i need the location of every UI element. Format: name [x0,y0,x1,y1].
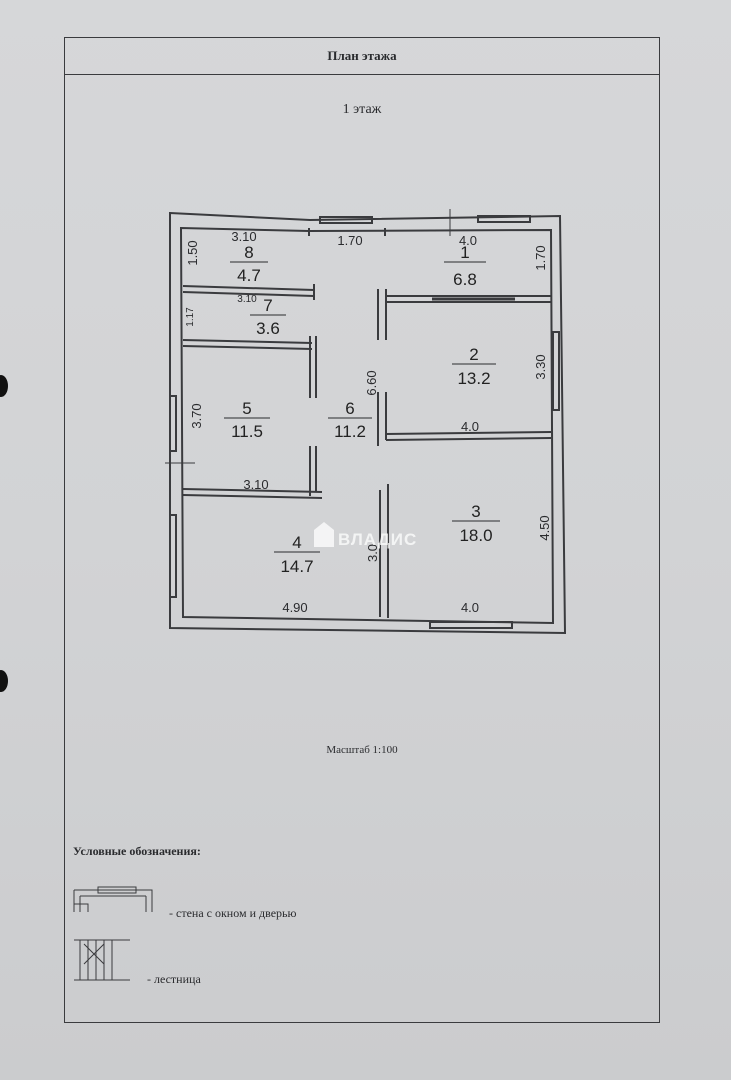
wall [385,431,552,435]
window [552,331,560,411]
room-number: 2 [469,345,478,364]
window [477,215,531,223]
dimension-label: 3.0 [365,544,380,562]
room-number: 5 [242,399,251,418]
room-area: 11.5 [231,422,263,441]
dimension-label: 4.0 [461,419,479,434]
room-number: 6 [345,399,354,418]
drawing-frame: План этажа 1 этаж Масштаб 1:100 Условные… [64,37,660,1023]
wall [182,345,313,350]
dimension-label: 3.30 [533,354,548,379]
dimension-label: 4.90 [282,600,307,615]
dimension-label: 3.10 [243,477,268,492]
watermark-text: ВЛАДИС [338,530,417,549]
binder-hole [0,375,8,397]
wall [182,339,313,344]
room-area: 14.7 [280,557,313,576]
window [429,621,513,629]
dimension-label: 1.50 [185,240,200,265]
dimension-label: 4.0 [461,600,479,615]
document-title: План этажа [65,38,659,75]
room-number: 4 [292,533,301,552]
legend-title: Условные обозначения: [73,844,201,858]
room-area: 11.2 [334,422,366,441]
room-area: 18.0 [459,526,492,545]
dimension-label: 1.17 [185,307,196,327]
watermark: ВЛАДИС [314,522,417,549]
dimension-label: 3.10 [231,229,256,244]
dimension-label: 4.50 [537,515,552,540]
room-number: 1 [460,243,469,262]
wall [385,437,552,441]
dimension-label: 1.70 [533,245,548,270]
dimension-label: 1.70 [337,233,362,248]
window [169,514,177,598]
outer-wall-outer [169,211,567,635]
room-area: 4.7 [237,266,261,285]
dimension-label: 6.60 [364,370,379,395]
outer-wall-inner [179,226,555,625]
room-area: 3.6 [256,319,280,338]
dimension-label: 3.10 [237,294,257,305]
room-number: 8 [244,243,253,262]
dimension-label: 3.70 [189,403,204,428]
wall [182,488,323,493]
floor-label: 1 этаж [342,102,382,117]
legend-stairs-icon [74,939,130,981]
room-area: 13.2 [457,369,490,388]
binder-hole [0,670,8,692]
legend-stairs-label: - лестница [147,972,201,986]
legend-wall-icon [73,886,153,912]
legend-wall-label: - стена с окном и дверью [169,906,297,920]
window [319,216,373,224]
wall [182,291,315,297]
dimension-label: 4.0 [459,233,477,248]
room-area: 6.8 [453,270,477,289]
wall [182,285,315,291]
scale-label: Масштаб 1:100 [326,744,398,756]
room-number: 7 [263,296,272,315]
wall [182,494,323,499]
room-number: 3 [471,502,480,521]
watermark-house-icon [314,522,334,547]
window [169,395,177,452]
